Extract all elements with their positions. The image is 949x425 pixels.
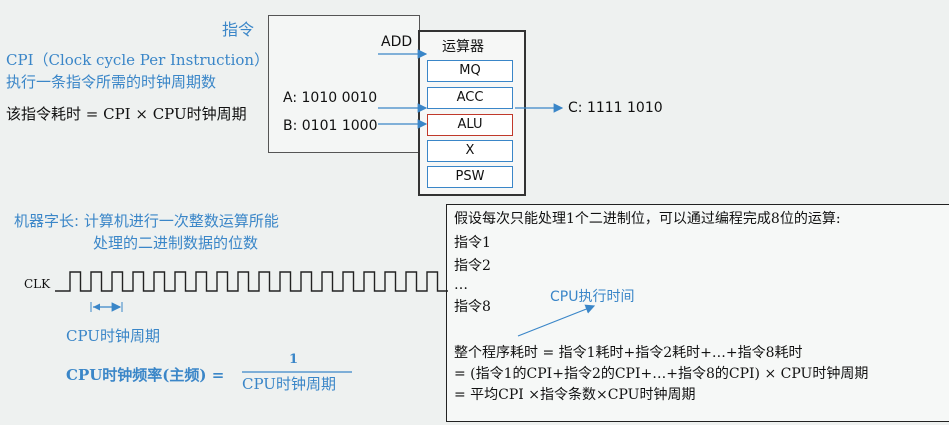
program-ellipsis: … [454, 277, 468, 293]
register-x: X [427, 140, 513, 162]
cpi-title: CPI（Clock cycle Per Instruction） [6, 51, 270, 69]
register-acc: ACC [427, 87, 513, 109]
alu-title: 运算器 [442, 39, 484, 55]
program-instr1: 指令1 [454, 235, 491, 251]
program-instr8: 指令8 [454, 299, 491, 315]
clock-frequency-label: CPU时钟频率(主频) = [66, 366, 225, 384]
operand-b: B: 0101 1000 [283, 118, 378, 134]
word-length-line1: 机器字长: 计算机进行一次整数运算所能 [14, 212, 279, 230]
instruction-label: 指令 [222, 20, 255, 39]
instruction-time-formula: 该指令耗时 = CPI × CPU时钟周期 [6, 105, 247, 123]
register-alu: ALU [427, 114, 513, 136]
register-mq: MQ [427, 60, 513, 82]
cpu-exec-time-label: CPU执行时间 [550, 289, 635, 305]
program-total-line1: 整个程序耗时 = 指令1耗时+指令2耗时+…+指令8耗时 [454, 345, 803, 361]
program-time-box [446, 204, 949, 422]
clock-cycle-label: CPU时钟周期 [66, 327, 160, 345]
register-psw: PSW [427, 166, 513, 188]
add-label: ADD [381, 34, 413, 50]
program-total-line2: = (指令1的CPI+指令2的CPI+…+指令8的CPI) × CPU时钟周期 [454, 366, 869, 382]
frequency-numerator: 1 [289, 352, 299, 367]
instruction-box [268, 15, 420, 153]
program-header: 假设每次只能处理1个二进制位，可以通过编程完成8位的运算: [454, 211, 841, 227]
cpi-description: 执行一条指令所需的时钟周期数 [6, 73, 217, 91]
program-total-line3: = 平均CPI ×指令条数×CPU时钟周期 [454, 387, 696, 403]
word-length-line2: 处理的二进制数据的位数 [93, 234, 259, 252]
result-c: C: 1111 1010 [568, 100, 663, 116]
frequency-denominator: CPU时钟周期 [242, 375, 336, 393]
clock-waveform [55, 271, 448, 292]
clk-label: CLK [24, 277, 51, 291]
program-instr2: 指令2 [454, 258, 491, 274]
operand-a: A: 1010 0010 [283, 90, 378, 106]
exec-time-arrow [517, 304, 596, 337]
